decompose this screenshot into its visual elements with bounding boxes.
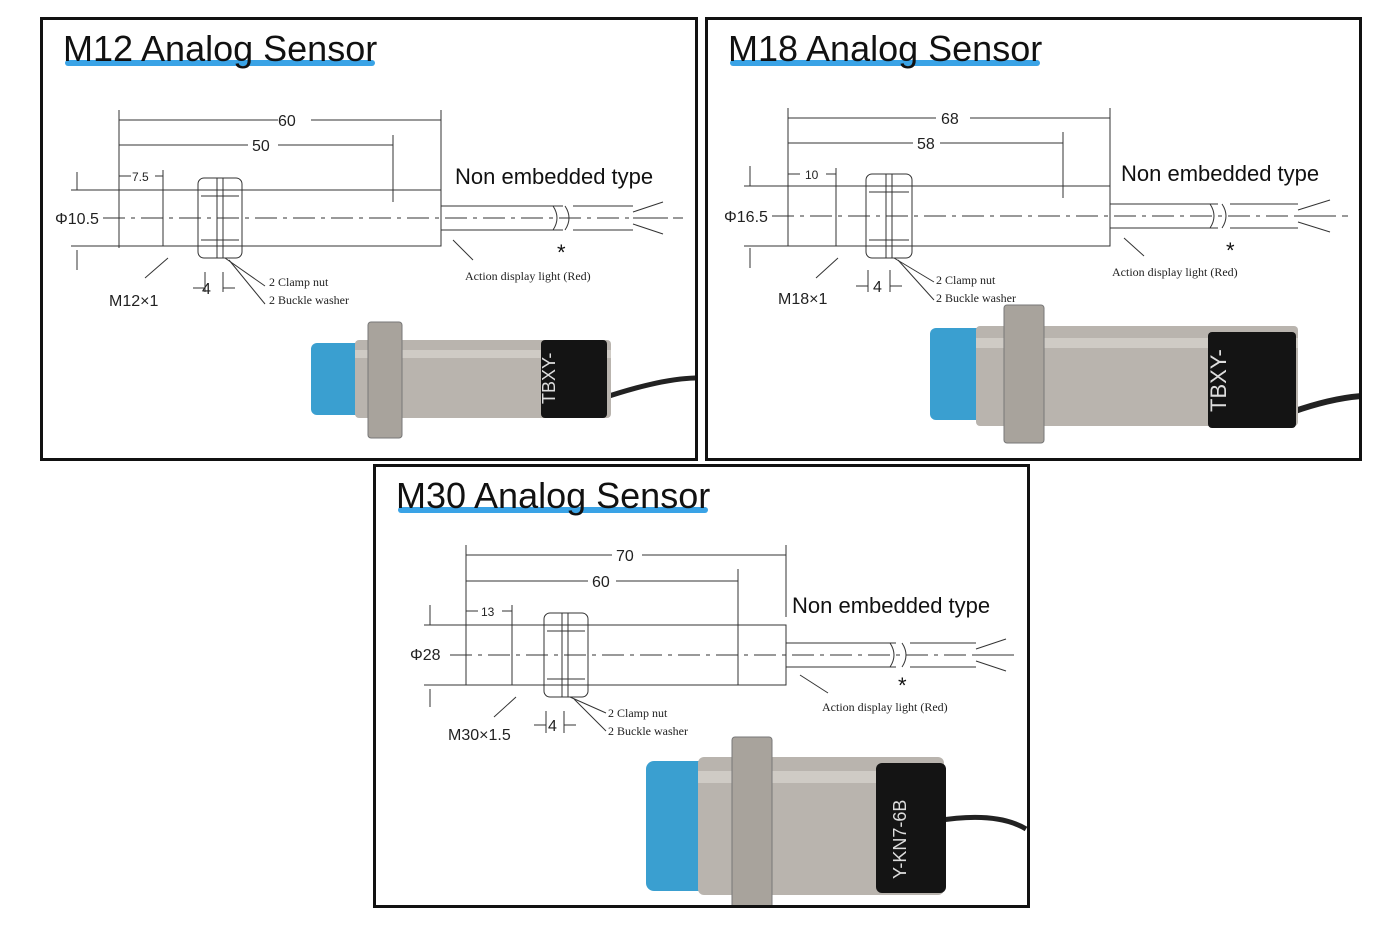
panel-title: M30 Analog Sensor bbox=[396, 475, 711, 516]
dim-diameter: Φ10.5 bbox=[55, 211, 99, 228]
panel-title: M18 Analog Sensor bbox=[728, 28, 1043, 69]
technical-drawing: 68 58 10 Φ16.5 4 M18×1 Non embedded type… bbox=[724, 108, 1359, 444]
asterisk-mark: * bbox=[1226, 238, 1235, 263]
dim-thread-start: 10 bbox=[805, 168, 819, 182]
asterisk-mark: * bbox=[557, 240, 566, 265]
dim-total: 68 bbox=[941, 111, 959, 128]
m12-sensor-panel: M12 Analog Sensor bbox=[40, 17, 698, 461]
dim-body: 58 bbox=[917, 136, 935, 153]
sensor-photo: Y-KN7-6B bbox=[646, 736, 1027, 905]
washer-label: 2 Buckle washer bbox=[936, 291, 1016, 305]
technical-drawing: 60 50 7.5 Φ10.5 4 M12×1 Non embedded typ… bbox=[55, 110, 695, 439]
photo-label: TBXY- bbox=[1206, 349, 1231, 412]
clamp-nut-label: 2 Clamp nut bbox=[936, 273, 996, 287]
light-label: Action display light (Red) bbox=[465, 269, 591, 283]
m30-sensor-panel: M30 Analog Sensor 70 bbox=[373, 464, 1030, 908]
dim-thread: M12×1 bbox=[109, 293, 158, 310]
dim-total: 70 bbox=[616, 548, 634, 565]
washer-label: 2 Buckle washer bbox=[608, 724, 688, 738]
photo-label: TBXY- bbox=[539, 353, 559, 404]
m18-sensor-panel: M18 Analog Sensor 68 bbox=[705, 17, 1362, 461]
dim-body: 60 bbox=[592, 574, 610, 591]
asterisk-mark: * bbox=[898, 673, 907, 698]
technical-drawing: 70 60 13 Φ28 4 M30×1.5 Non embedded type… bbox=[410, 545, 1027, 905]
dim-thread: M30×1.5 bbox=[448, 727, 511, 744]
panel-title: M12 Analog Sensor bbox=[63, 28, 378, 69]
dim-nut: 4 bbox=[548, 718, 557, 735]
dim-thread-start: 13 bbox=[481, 605, 495, 619]
dim-thread: M18×1 bbox=[778, 291, 827, 308]
dim-nut: 4 bbox=[873, 279, 882, 296]
dim-nut: 4 bbox=[202, 281, 211, 298]
clamp-nut-label: 2 Clamp nut bbox=[269, 275, 329, 289]
dim-body: 50 bbox=[252, 138, 270, 155]
dim-thread-start: 7.5 bbox=[132, 170, 149, 184]
light-label: Action display light (Red) bbox=[1112, 265, 1238, 279]
sensor-photo: TBXY- bbox=[930, 304, 1359, 444]
light-label: Action display light (Red) bbox=[822, 700, 948, 714]
dim-diameter: Φ28 bbox=[410, 647, 441, 664]
dim-diameter: Φ16.5 bbox=[724, 209, 768, 226]
clamp-nut-label: 2 Clamp nut bbox=[608, 706, 668, 720]
dim-total: 60 bbox=[278, 113, 296, 130]
photo-label: Y-KN7-6B bbox=[890, 800, 910, 879]
washer-label: 2 Buckle washer bbox=[269, 293, 349, 307]
sensor-photo: TBXY- bbox=[311, 321, 695, 439]
type-label: Non embedded type bbox=[455, 164, 653, 189]
type-label: Non embedded type bbox=[1121, 161, 1319, 186]
type-label: Non embedded type bbox=[792, 593, 990, 618]
